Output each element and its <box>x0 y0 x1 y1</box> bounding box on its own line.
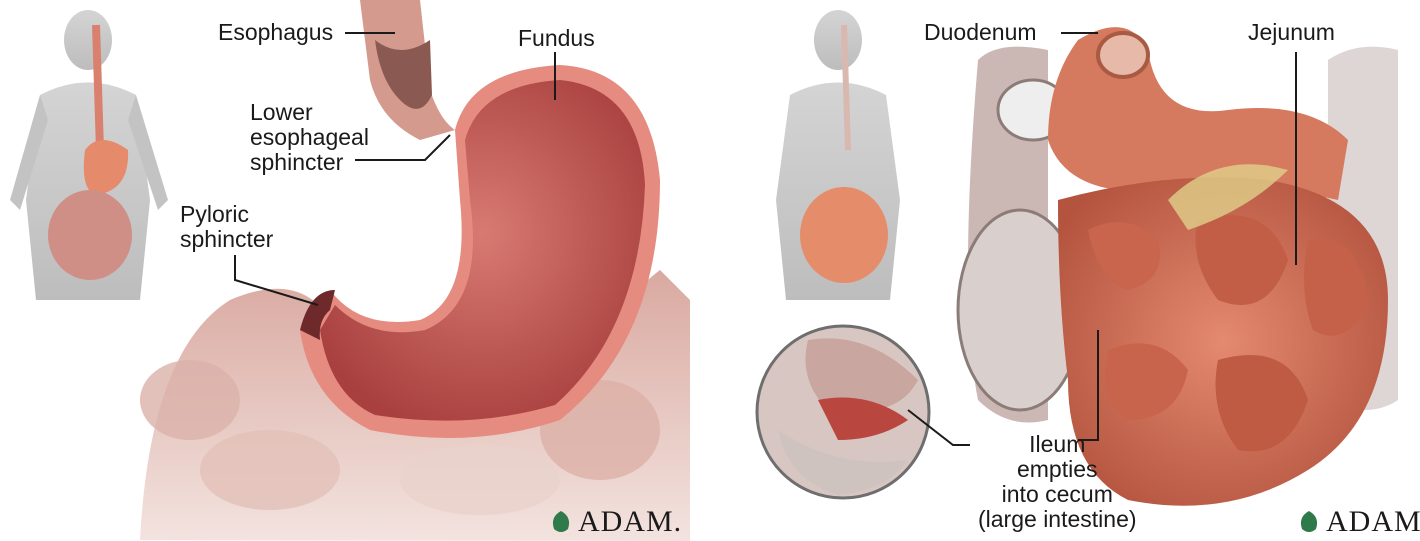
duodenum-shape <box>1048 27 1348 200</box>
label-pyloric-sphincter: Pyloric sphincter <box>180 202 273 252</box>
logo-text: ADAM. <box>1326 505 1420 539</box>
stomach-illustration <box>0 0 690 541</box>
stomach-illustration-panel: Esophagus Fundus Lower esophageal sphinc… <box>0 0 690 541</box>
intestine-illustration-panel: Duodenum Jejunum Ileum empties into cecu… <box>748 0 1420 541</box>
label-esophagus: Esophagus <box>218 20 333 45</box>
logo-text: ADAM. <box>578 505 682 539</box>
inset-magnifier <box>757 326 929 498</box>
label-ileum: Ileum empties into cecum (large intestin… <box>978 432 1137 532</box>
label-jejunum: Jejunum <box>1248 20 1335 45</box>
leaf-logo-icon <box>1296 509 1322 535</box>
body-figure-icon <box>776 10 900 300</box>
adam-logo: ADAM. <box>548 505 682 539</box>
body-figure-icon <box>10 10 168 300</box>
label-lower-esophageal-sphincter: Lower esophageal sphincter <box>250 100 369 175</box>
label-fundus: Fundus <box>518 26 595 51</box>
label-duodenum: Duodenum <box>924 20 1037 45</box>
leaf-logo-icon <box>548 509 574 535</box>
adam-logo: ADAM. <box>1296 505 1420 539</box>
